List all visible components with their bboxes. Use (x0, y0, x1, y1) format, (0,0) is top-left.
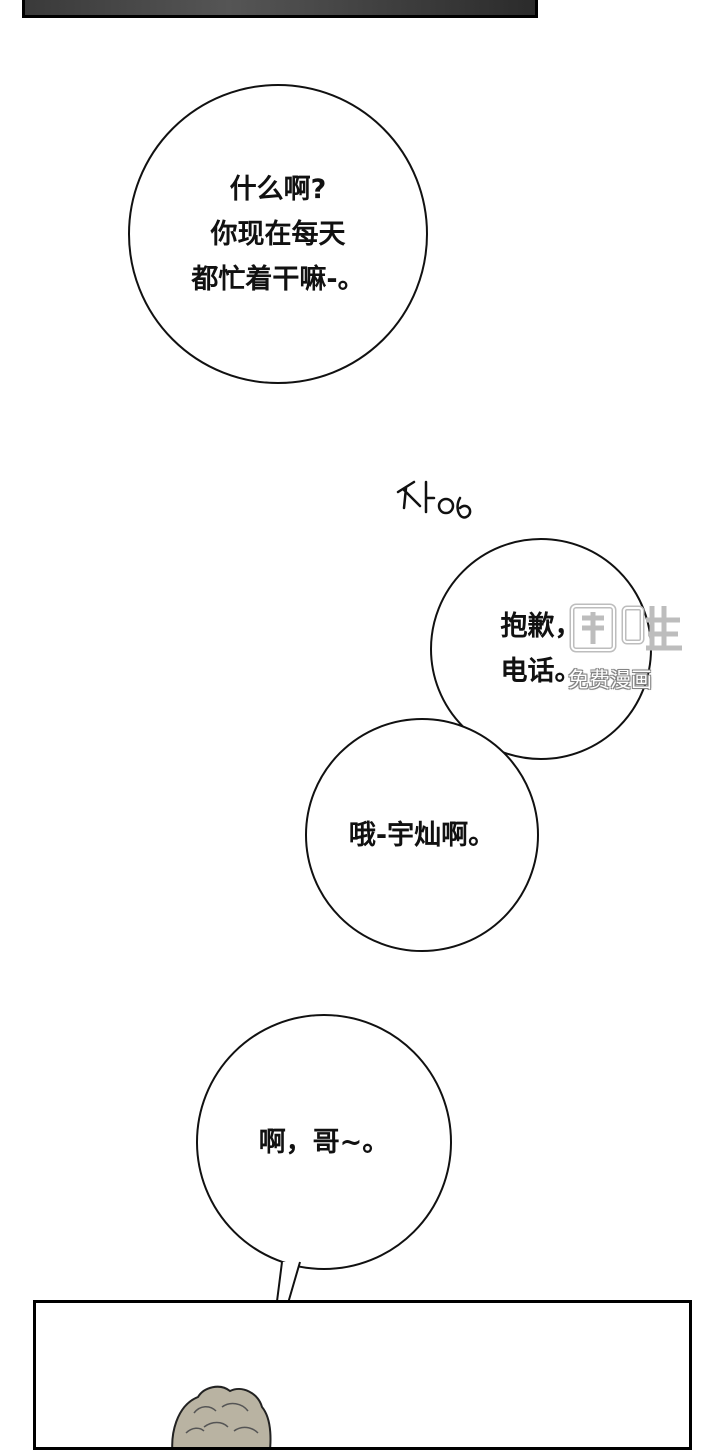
watermark: 免费漫画 (568, 598, 688, 698)
speech-bubble-4-text: 啊，哥~。 (258, 1126, 390, 1158)
speech-bubble-3-text: 哦-宇灿啊。 (348, 819, 496, 851)
speech-bubble-3: 哦-宇灿啊。 (305, 718, 539, 952)
bottom-comic-panel (33, 1300, 692, 1450)
top-comic-panel (22, 0, 538, 18)
speech-bubble-4: 啊，哥~。 (196, 1014, 452, 1270)
watermark-logo-icon (569, 603, 682, 653)
speech-bubble-2-text: 抱歉， 电话。 (500, 611, 582, 687)
speech-bubble-1-text: 什么啊? 你现在每天 都忙着干嘛-。 (191, 173, 365, 295)
watermark-text: 免费漫画 (568, 668, 652, 692)
sfx-handwriting (396, 480, 472, 519)
character-hair-illustration (171, 1385, 272, 1447)
speech-bubble-1: 什么啊? 你现在每天 都忙着干嘛-。 (128, 84, 428, 384)
